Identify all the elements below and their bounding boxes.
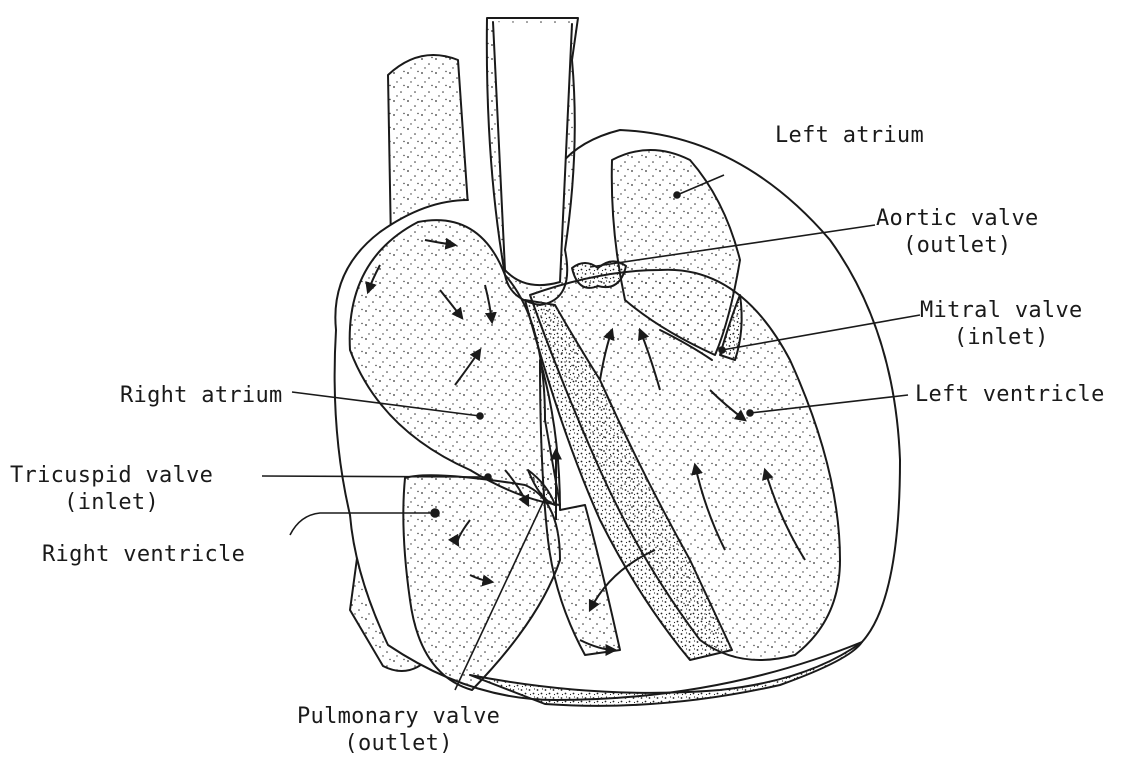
label-tricuspid-valve: Tricuspid valve (inlet) — [10, 462, 213, 516]
label-aortic-valve: Aortic valve (outlet) — [876, 205, 1039, 259]
label-right-atrium: Right atrium — [120, 382, 283, 409]
label-mitral-valve: Mitral valve (inlet) — [920, 297, 1083, 351]
label-right-ventricle: Right ventricle — [42, 541, 245, 568]
label-pulmonary-valve: Pulmonary valve (outlet) — [297, 703, 500, 757]
label-left-atrium: Left atrium — [775, 122, 924, 149]
label-aortic-valve-role: (outlet) — [876, 232, 1039, 259]
label-mitral-valve-role: (inlet) — [920, 324, 1083, 351]
label-left-ventricle: Left ventricle — [915, 381, 1105, 408]
label-pulmonary-valve-role: (outlet) — [297, 730, 500, 757]
label-mitral-valve-name: Mitral valve — [920, 297, 1083, 324]
label-pulmonary-valve-name: Pulmonary valve — [297, 703, 500, 730]
label-tricuspid-valve-role: (inlet) — [10, 489, 213, 516]
label-tricuspid-valve-name: Tricuspid valve — [10, 462, 213, 489]
label-aortic-valve-name: Aortic valve — [876, 205, 1039, 232]
